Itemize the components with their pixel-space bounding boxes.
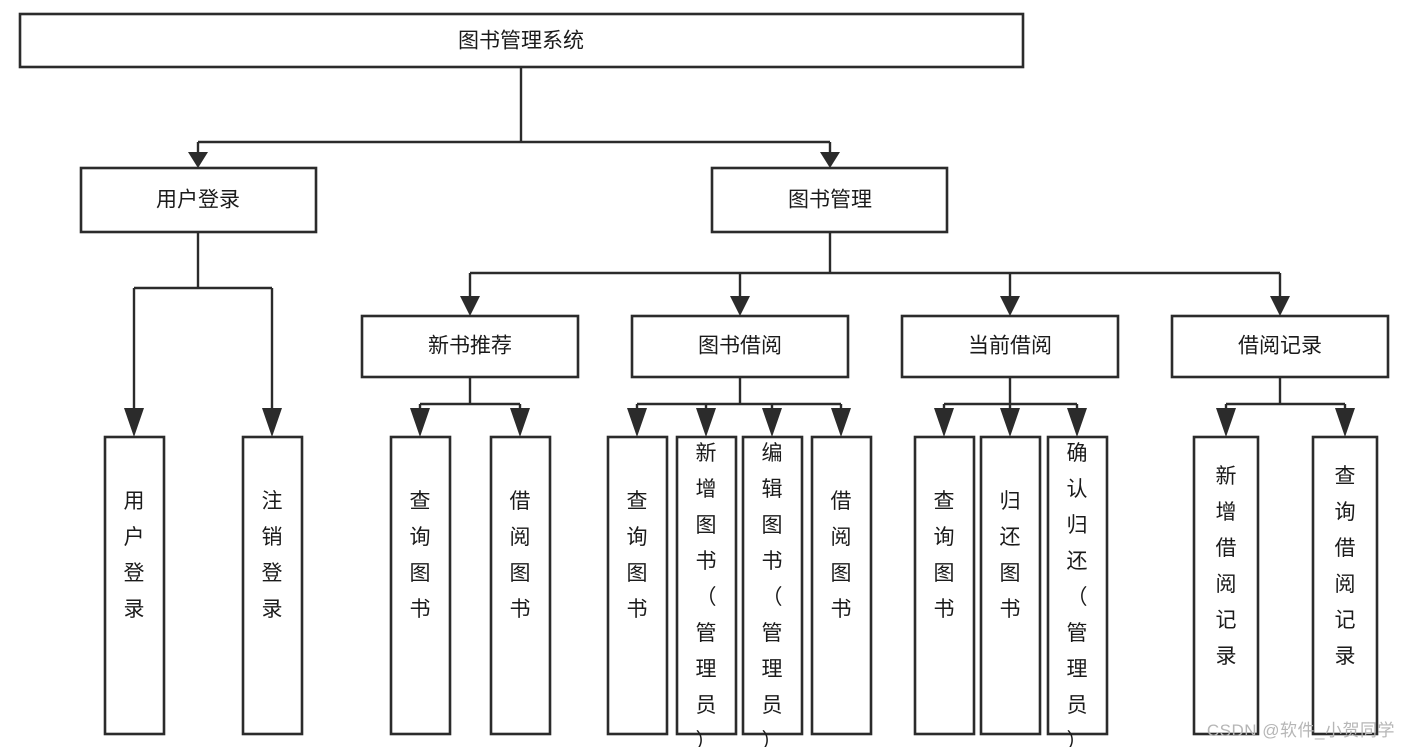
node-current-borrow-label: 当前借阅 bbox=[968, 335, 1052, 358]
node-leaf-query-book-1[interactable]: 查询图书 bbox=[389, 435, 452, 736]
node-leaf-return-book-box[interactable] bbox=[979, 435, 1042, 736]
node-leaf-borrow-book-2-label: 借阅图书 bbox=[831, 490, 852, 621]
node-leaf-query-book-1-label: 查询图书 bbox=[410, 490, 431, 621]
node-leaf-user-login-label: 用户登录 bbox=[124, 490, 145, 621]
node-book-borrow-box[interactable] bbox=[630, 314, 850, 379]
arrowhead-leaf-borrow-book-1 bbox=[510, 408, 530, 437]
node-leaf-add-book-label: 新增图书（管理员） bbox=[696, 442, 717, 747]
arrowhead-leaf-user-login bbox=[124, 408, 144, 437]
arrowhead-leaf-confirm-return bbox=[1067, 408, 1087, 437]
node-leaf-add-record-box[interactable] bbox=[1192, 435, 1260, 736]
arrowhead-leaf-borrow-book-2 bbox=[831, 408, 851, 437]
arrowhead-book-borrow bbox=[730, 296, 750, 316]
arrowhead-leaf-query-book-1 bbox=[410, 408, 430, 437]
node-new-book-recommend-label: 新书推荐 bbox=[428, 335, 512, 358]
arrowhead-new-book-recommend bbox=[460, 296, 480, 316]
arrowhead-leaf-add-record bbox=[1216, 408, 1236, 437]
node-leaf-add-record[interactable]: 新增借阅记录 bbox=[1192, 435, 1260, 736]
node-leaf-borrow-book-2[interactable]: 借阅图书 bbox=[810, 435, 873, 736]
arrowhead-book-management bbox=[820, 152, 840, 168]
arrowhead-leaf-query-book-3 bbox=[934, 408, 954, 437]
node-leaf-borrow-book-1[interactable]: 借阅图书 bbox=[489, 435, 552, 736]
arrowhead-leaf-query-book-2 bbox=[627, 408, 647, 437]
node-leaf-query-book-2[interactable]: 查询图书 bbox=[606, 435, 669, 736]
node-new-book-recommend-box[interactable] bbox=[360, 314, 580, 379]
node-leaf-query-book-3-box[interactable] bbox=[913, 435, 976, 736]
node-leaf-borrow-book-1-label: 借阅图书 bbox=[510, 490, 531, 621]
node-leaf-add-record-label: 新增借阅记录 bbox=[1216, 465, 1237, 668]
node-current-borrow[interactable]: 当前借阅 bbox=[900, 314, 1120, 379]
node-leaf-user-login[interactable]: 用户登录 bbox=[103, 435, 166, 736]
arrowhead-current-borrow bbox=[1000, 296, 1020, 316]
node-borrow-record-box[interactable] bbox=[1170, 314, 1390, 379]
node-leaf-query-book-2-label: 查询图书 bbox=[627, 490, 648, 621]
node-leaf-borrow-book-2-box[interactable] bbox=[810, 435, 873, 736]
node-root-box[interactable] bbox=[18, 12, 1025, 69]
node-leaf-query-record-label: 查询借阅记录 bbox=[1335, 465, 1356, 668]
arrowhead-leaf-return-book bbox=[1000, 408, 1020, 437]
node-root-label: 图书管理系统 bbox=[458, 30, 584, 53]
node-leaf-return-book-label: 归还图书 bbox=[1000, 490, 1021, 621]
node-user-login[interactable]: 用户登录 bbox=[79, 166, 318, 234]
node-leaf-confirm-return[interactable]: 确认归还（管理员） bbox=[1046, 435, 1109, 747]
node-user-login-label: 用户登录 bbox=[156, 189, 240, 212]
node-leaf-borrow-book-1-box[interactable] bbox=[489, 435, 552, 736]
node-book-management-label: 图书管理 bbox=[788, 189, 872, 212]
connector-layer bbox=[124, 67, 1355, 437]
node-leaf-edit-book[interactable]: 编辑图书（管理员） bbox=[741, 435, 804, 747]
node-leaf-query-book-3[interactable]: 查询图书 bbox=[913, 435, 976, 736]
node-leaf-edit-book-label: 编辑图书（管理员） bbox=[762, 442, 783, 747]
node-leaf-confirm-return-box[interactable] bbox=[1046, 435, 1109, 736]
node-book-management[interactable]: 图书管理 bbox=[710, 166, 949, 234]
arrowhead-borrow-record bbox=[1270, 296, 1290, 316]
node-leaf-query-record[interactable]: 查询借阅记录 bbox=[1311, 435, 1379, 736]
node-leaf-logout-label: 注销登录 bbox=[262, 490, 283, 621]
node-leaf-user-login-box[interactable] bbox=[103, 435, 166, 736]
node-root[interactable]: 图书管理系统 bbox=[18, 12, 1025, 69]
node-book-management-box[interactable] bbox=[710, 166, 949, 234]
node-leaf-logout[interactable]: 注销登录 bbox=[241, 435, 304, 736]
node-leaf-query-record-box[interactable] bbox=[1311, 435, 1379, 736]
arrowhead-user-login bbox=[188, 152, 208, 168]
node-leaf-query-book-3-label: 查询图书 bbox=[934, 490, 955, 621]
arrowhead-leaf-logout bbox=[262, 408, 282, 437]
node-leaf-add-book[interactable]: 新增图书（管理员） bbox=[675, 435, 738, 747]
node-leaf-add-book-box[interactable] bbox=[675, 435, 738, 736]
node-book-borrow[interactable]: 图书借阅 bbox=[630, 314, 850, 379]
node-leaf-query-book-2-box[interactable] bbox=[606, 435, 669, 736]
node-book-borrow-label: 图书借阅 bbox=[698, 335, 782, 358]
node-leaf-confirm-return-label: 确认归还（管理员） bbox=[1067, 442, 1088, 747]
node-new-book-recommend[interactable]: 新书推荐 bbox=[360, 314, 580, 379]
node-leaf-edit-book-box[interactable] bbox=[741, 435, 804, 736]
node-leaf-return-book[interactable]: 归还图书 bbox=[979, 435, 1042, 736]
node-leaf-query-book-1-box[interactable] bbox=[389, 435, 452, 736]
arrowhead-leaf-add-book bbox=[696, 408, 716, 437]
node-borrow-record[interactable]: 借阅记录 bbox=[1170, 314, 1390, 379]
node-borrow-record-label: 借阅记录 bbox=[1238, 335, 1322, 358]
arrowhead-leaf-edit-book bbox=[762, 408, 782, 437]
node-leaf-logout-box[interactable] bbox=[241, 435, 304, 736]
arrowhead-leaf-query-record bbox=[1335, 408, 1355, 437]
node-current-borrow-box[interactable] bbox=[900, 314, 1120, 379]
node-user-login-box[interactable] bbox=[79, 166, 318, 234]
